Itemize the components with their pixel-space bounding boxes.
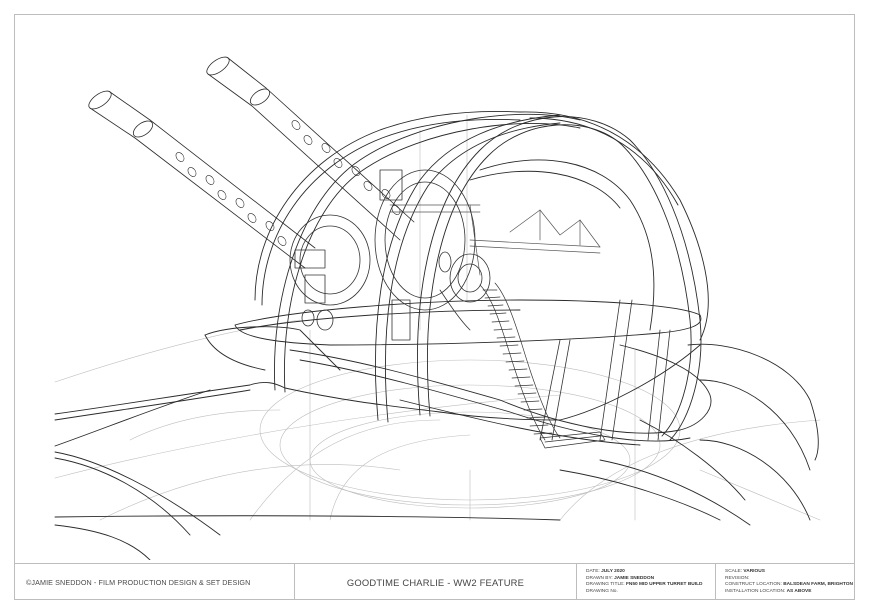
inner-truss (389, 204, 601, 276)
drawn-by-value: JAMIE SNEDDON (614, 575, 655, 581)
date-value: JULY 2020 (601, 569, 625, 575)
copyright-notice: ©JAMIE SNEDDON - FILM PRODUCTION DESIGN … (14, 564, 295, 600)
construct-location-line: CONSTRUCT LOCATION: BALSDEAN FARM, BRIGH… (725, 582, 853, 588)
scale-value: VARIOUS (743, 569, 765, 575)
gun-barrel-left (88, 90, 316, 269)
revision-line: REVISION: (725, 575, 750, 581)
turret-ring (234, 299, 712, 446)
drawn-by-line: DRAWN BY: JAMIE SNEDDON (586, 575, 655, 581)
installation-location-line: INSTALLATION LOCATION: AS ABOVE (725, 588, 812, 594)
project-title: GOODTIME CHARLIE - WW2 FEATURE (295, 564, 577, 600)
gun-barrel-right (206, 56, 415, 241)
installation-location-value: AS ABOVE (786, 588, 812, 594)
turret-technical-drawing (54, 56, 821, 560)
drawing-number-line: DRAWING No. (586, 588, 618, 594)
fuselage-skin (54, 326, 819, 560)
ammo-belt (479, 282, 606, 449)
drawing-info: DATE: JULY 2020 DRAWN BY: JAMIE SNEDDON … (577, 564, 716, 600)
drawing-title-value: FN50 MID UPPER TURRET BUILD (625, 582, 703, 588)
sheet-border (14, 14, 855, 600)
drawing-title-line: DRAWING TITLE: FN50 MID UPPER TURRET BUI… (586, 582, 703, 588)
construct-location-value: BALSDEAN FARM, BRIGHTON (783, 582, 853, 588)
scale-line: SCALE: VARIOUS (725, 569, 765, 575)
drawing-meta: SCALE: VARIOUS REVISION: CONSTRUCT LOCAT… (716, 564, 855, 600)
support-posts (539, 299, 671, 441)
construction-lines (54, 114, 821, 521)
date-line: DATE: JULY 2020 (586, 569, 625, 575)
dome-frame (254, 110, 709, 441)
gun-mechanism (289, 169, 491, 341)
title-block: ©JAMIE SNEDDON - FILM PRODUCTION DESIGN … (14, 563, 855, 600)
